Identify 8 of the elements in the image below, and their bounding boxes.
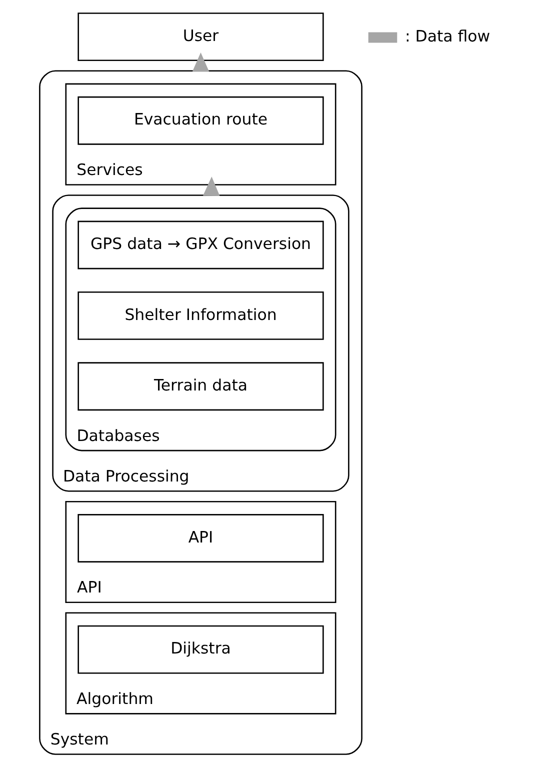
node-box: Shelter Information — [78, 291, 324, 340]
node-box: Evacuation route — [78, 96, 324, 145]
node-box: Terrain data — [78, 362, 324, 411]
node-box: Dijkstra — [78, 625, 324, 674]
node-box: User — [78, 12, 324, 62]
node-box: API — [78, 514, 324, 562]
node-box: GPS data → GPX Conversion — [78, 220, 324, 270]
legend-label: : Data flow — [404, 26, 490, 46]
